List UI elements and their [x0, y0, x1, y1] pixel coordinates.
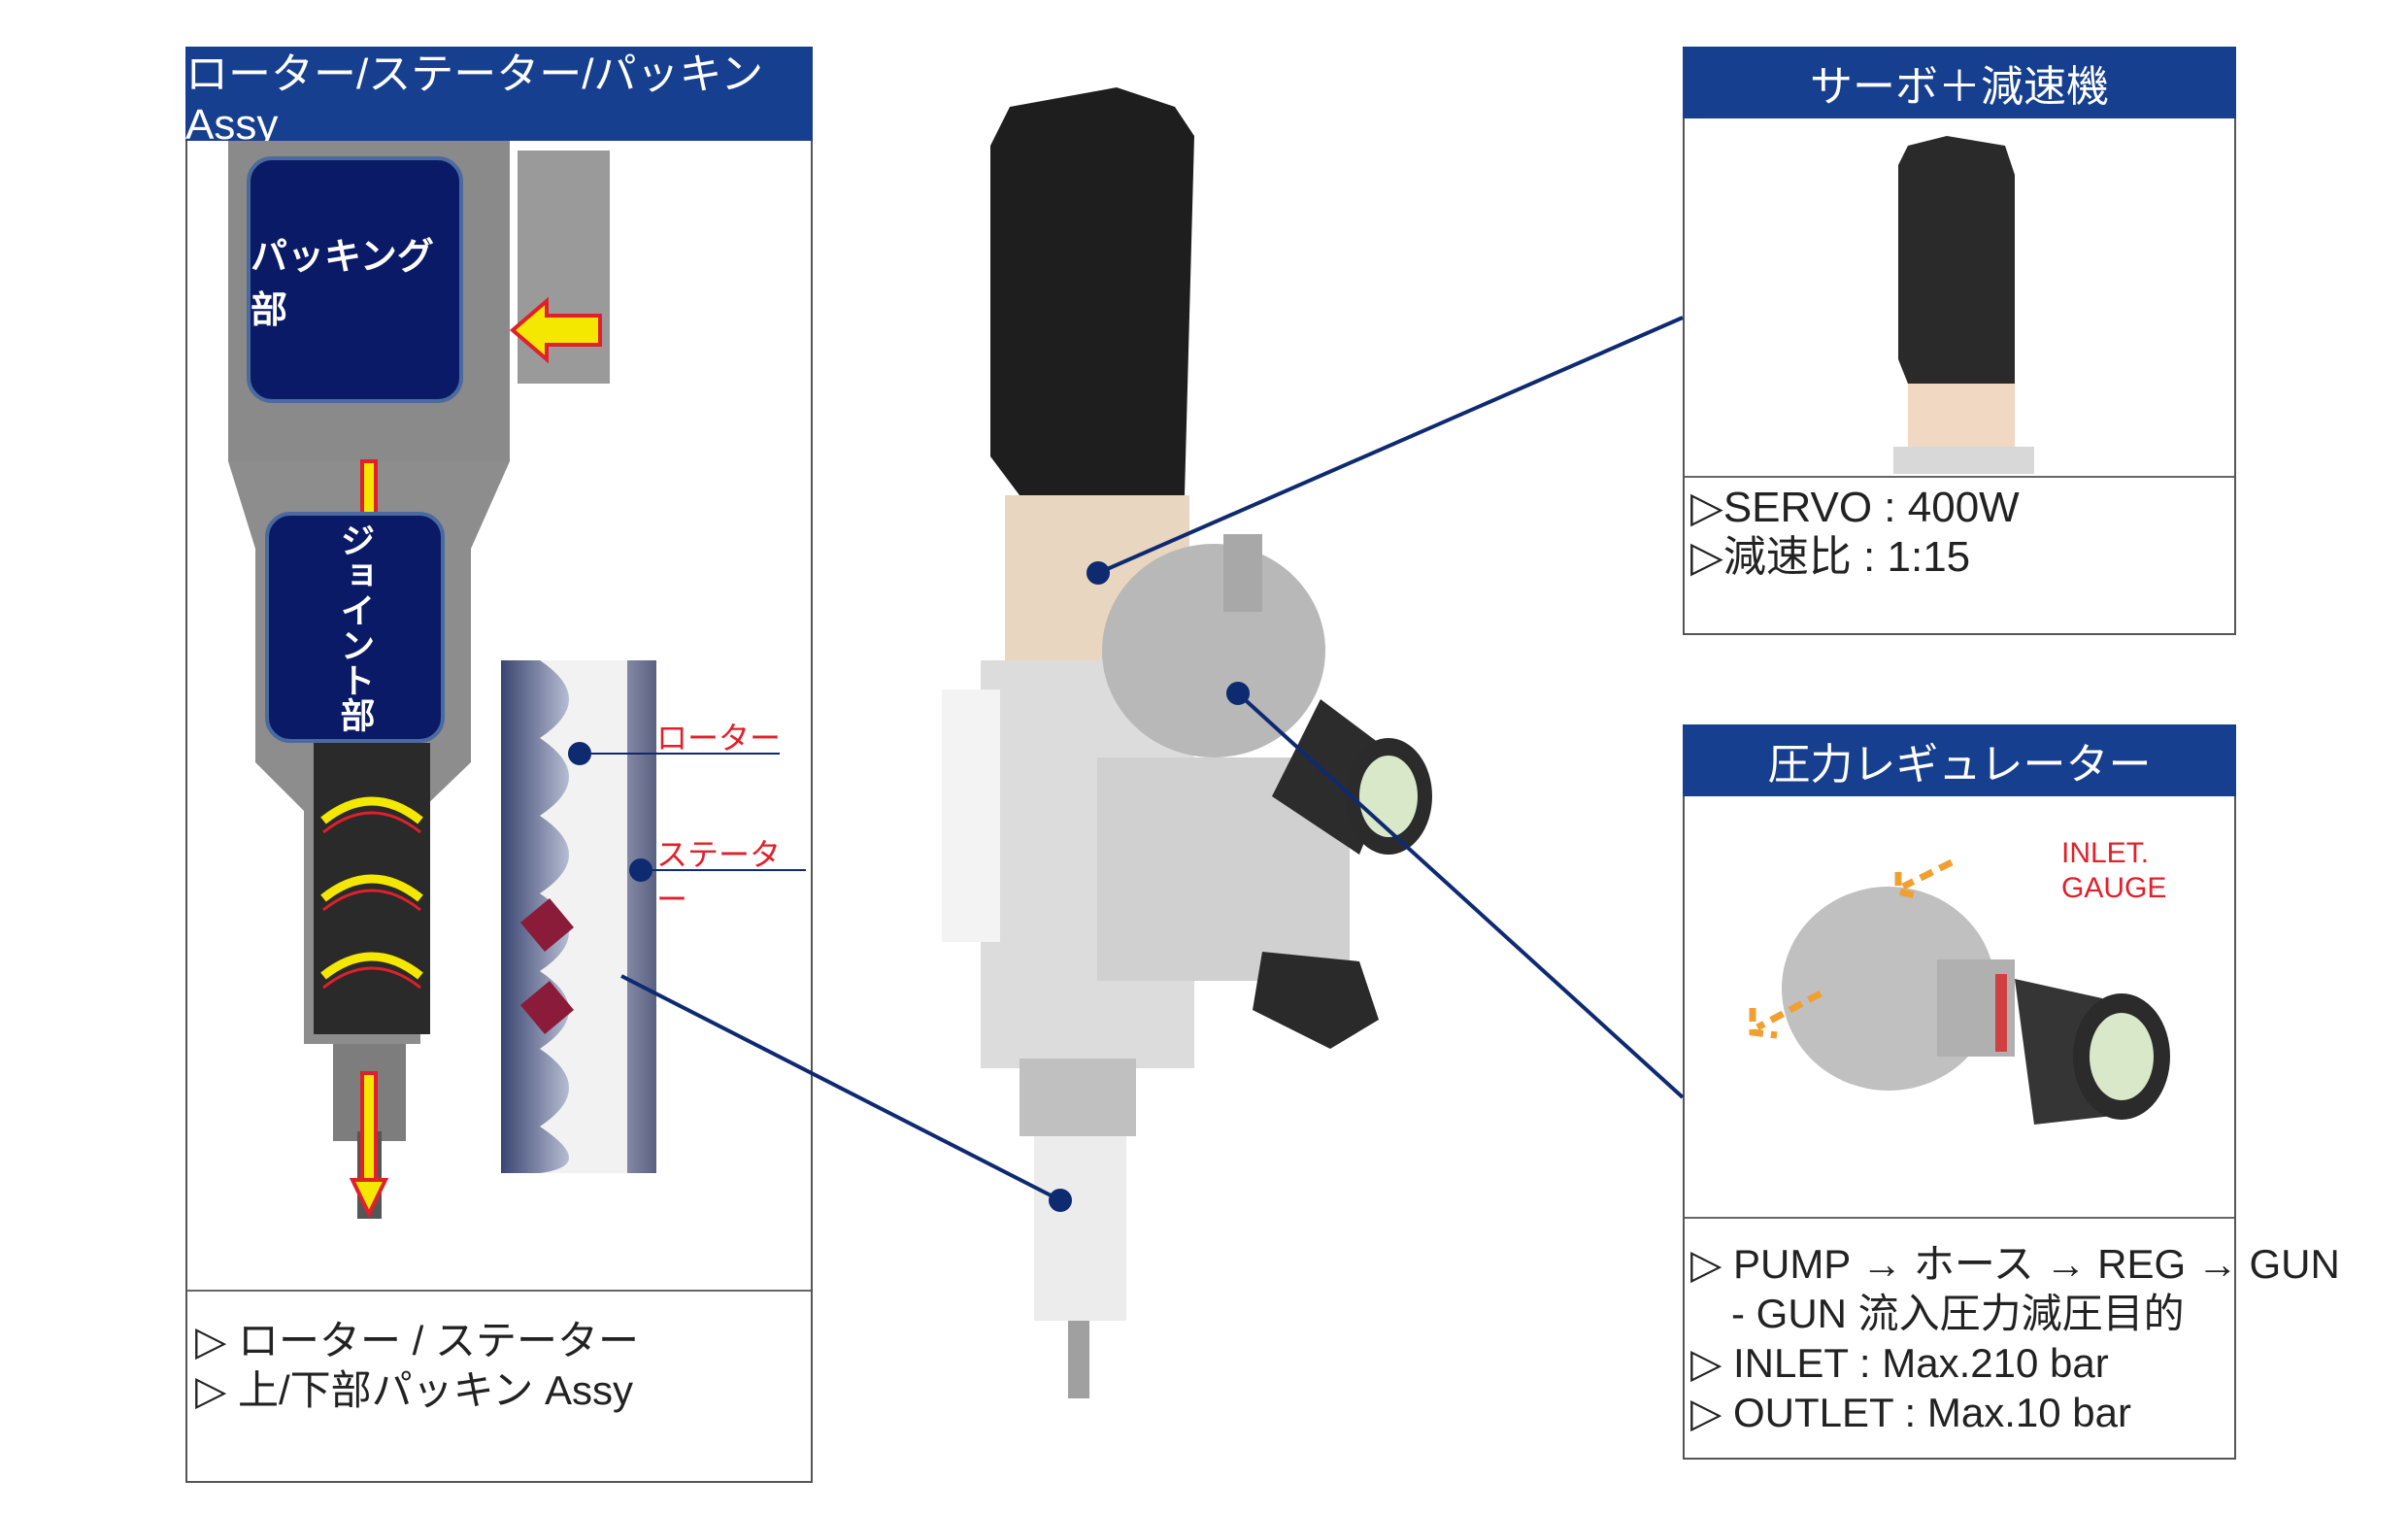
spec-line: ▷ PUMP → ホース → REG → GUN — [1690, 1241, 2340, 1287]
servo-panel: サーボ＋減速機 ▷SERVO : 400W ▷減速比 : 1:15 — [1683, 47, 2236, 635]
flow-arrow-icon — [1749, 858, 1954, 1039]
servo-specs: ▷SERVO : 400W ▷減速比 : 1:15 — [1690, 483, 2020, 582]
stator-label: ステーター — [656, 837, 782, 917]
spec-line: ▷ ローター / ステーター — [195, 1318, 639, 1363]
rotor-label: ローター — [656, 721, 782, 756]
spec-line: ▷ 上/下部パッキン Assy — [195, 1367, 634, 1413]
panel-title: 圧力レギュレーター — [1683, 724, 2236, 796]
divider — [1685, 476, 2234, 478]
panel-title: ローター/ステーター/パッキンAssy — [185, 47, 813, 149]
spec-line: ▷ INLET : Max.210 bar — [1690, 1340, 2109, 1386]
packing-label: パッキング部 — [247, 156, 463, 403]
panel-title: サーボ＋減速機 — [1683, 47, 2236, 118]
spec-line: ▷減速比 : 1:15 — [1690, 533, 1971, 581]
regulator-specs: ▷ PUMP → ホース → REG → GUN - GUN 流入圧力減圧目的 … — [1690, 1239, 2340, 1437]
dispenser-pump-image — [942, 87, 1432, 1398]
rotor-specs: ▷ ローター / ステーター ▷ 上/下部パッキン Assy — [195, 1316, 639, 1415]
rotor-stator-panel: ローター/ステーター/パッキンAssy パッキング部 ジョイント部 ローター ス… — [185, 47, 813, 1483]
gauge-label: GAUGE — [2061, 872, 2167, 904]
pressure-regulator-image — [1749, 858, 2170, 1125]
servo-motor-image — [1893, 136, 2034, 474]
inlet-label: INLET. — [2061, 837, 2150, 869]
divider — [187, 1290, 811, 1292]
spec-line: - GUN 流入圧力減圧目的 — [1690, 1291, 2185, 1336]
regulator-panel: 圧力レギュレーター INLET. GAUGE ▷ PUMP → ホース → RE… — [1683, 724, 2340, 1460]
joint-label: ジョイント部 — [265, 512, 445, 743]
divider — [1685, 1217, 2234, 1219]
rotor-stator-detail — [501, 660, 656, 1173]
spec-line: ▷ OUTLET : Max.10 bar — [1690, 1390, 2132, 1435]
spec-line: ▷SERVO : 400W — [1690, 484, 2020, 531]
